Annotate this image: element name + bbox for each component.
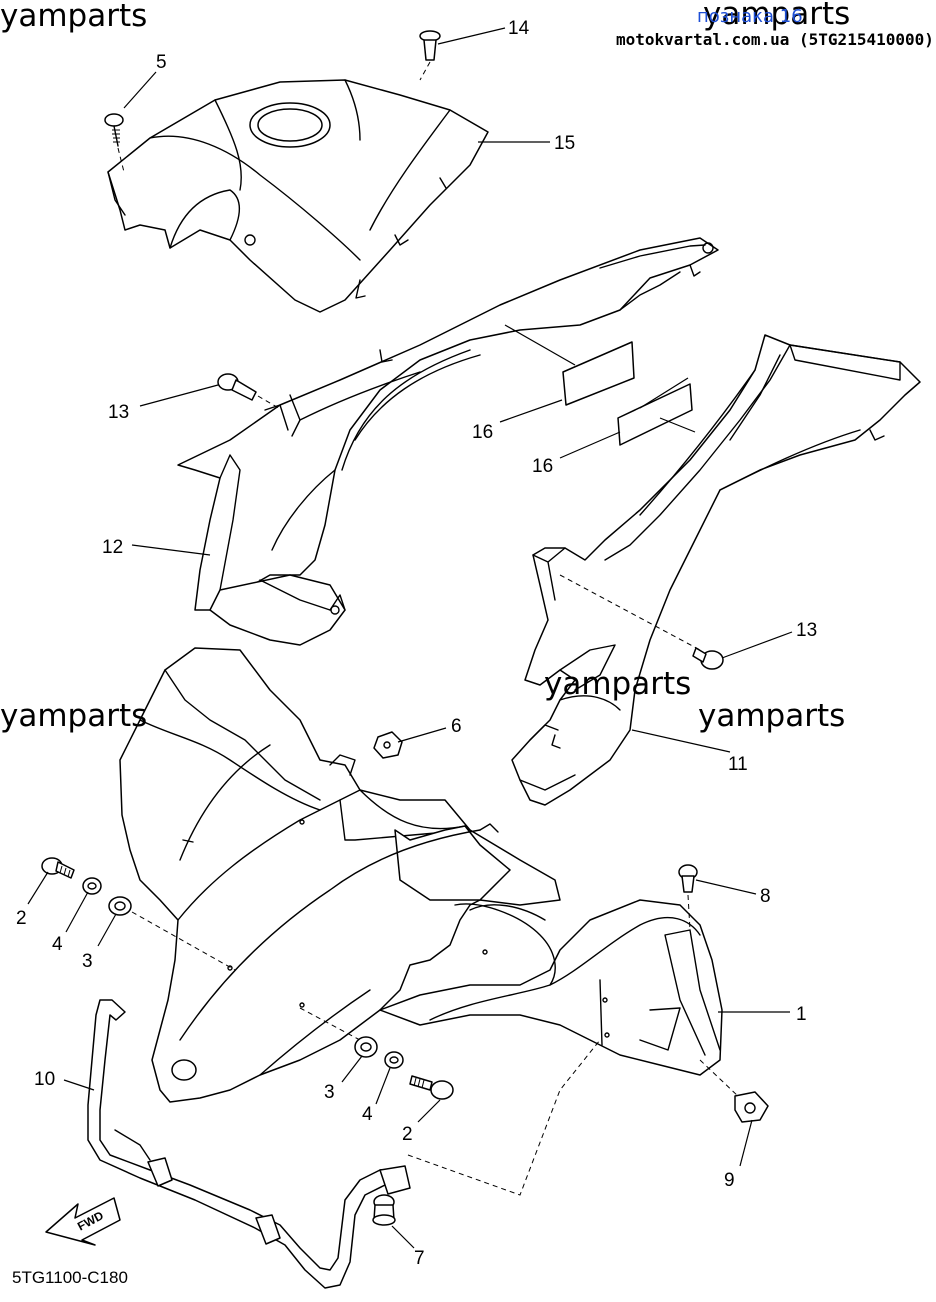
fasteners-lower-group <box>299 1007 454 1100</box>
callout-14: 14 <box>508 18 530 39</box>
part-9-clip <box>699 1059 769 1123</box>
watermark: yamparts <box>703 0 850 32</box>
callout-9: 9 <box>724 1170 735 1191</box>
part-12-left-side-cover <box>177 237 719 646</box>
callout-4-left: 4 <box>52 934 63 955</box>
callout-6: 6 <box>451 716 462 737</box>
callout-5: 5 <box>156 52 167 73</box>
callout-2-lower: 2 <box>402 1124 413 1145</box>
watermark: yamparts <box>544 666 691 702</box>
callout-12: 12 <box>102 537 123 558</box>
callout-13-right: 13 <box>796 620 817 641</box>
callout-8: 8 <box>760 886 771 907</box>
part-13-bolt-right <box>559 574 724 670</box>
part-5-bolt <box>104 113 125 173</box>
callout-16-right: 16 <box>532 456 553 477</box>
callout-13-upper: 13 <box>108 402 129 423</box>
source-site: motokvartal.com.ua (5TG215410000) <box>616 30 934 49</box>
part-8-bolt <box>678 864 698 931</box>
callout-15: 15 <box>554 133 575 154</box>
watermarks: yamparts yamparts yamparts yamparts yamp… <box>0 0 850 734</box>
callout-2-left: 2 <box>16 908 27 929</box>
part-10-bracket-stay <box>87 999 601 1289</box>
watermark: yamparts <box>698 698 845 734</box>
watermark: yamparts <box>0 698 147 734</box>
part-13-bolt-upper <box>217 373 283 411</box>
part-7-grommet <box>372 1194 396 1226</box>
callout-10: 10 <box>34 1069 55 1090</box>
part-15-tank-cover <box>107 79 489 313</box>
leader-lines <box>27 27 793 1249</box>
callout-labels: 14 5 15 13 16 16 12 13 6 11 2 4 3 8 1 10… <box>16 18 817 1269</box>
part-11-right-side-cover <box>511 334 921 806</box>
callout-7: 7 <box>414 1248 425 1269</box>
callout-1: 1 <box>796 1004 807 1025</box>
callout-11: 11 <box>728 754 748 775</box>
part-14-clip <box>419 30 441 81</box>
callout-16-left: 16 <box>472 422 493 443</box>
part-1-front-fender <box>119 647 723 1103</box>
forward-arrow-icon: FWD <box>45 1197 121 1246</box>
part-16-decal-right <box>617 377 696 446</box>
callout-4-lower: 4 <box>362 1104 373 1125</box>
callout-3-lower: 3 <box>324 1082 335 1103</box>
fasteners-left-group <box>41 857 236 971</box>
diagram-code: 5TG1100-C180 <box>12 1268 128 1287</box>
watermark: yamparts <box>0 0 147 34</box>
part-6-clip-nut <box>373 731 403 759</box>
source-header: познака 16 motokvartal.com.ua (5TG215410… <box>616 6 934 49</box>
callout-3-left: 3 <box>82 951 93 972</box>
reference-link[interactable]: познака 16 <box>697 6 803 27</box>
part-16-decal-left <box>504 324 635 406</box>
